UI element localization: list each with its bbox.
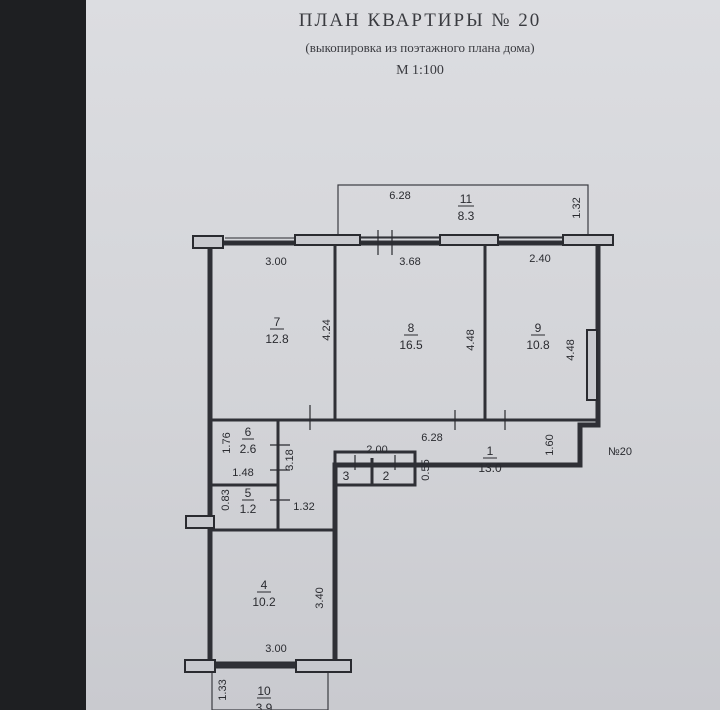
room-6-number: 6 — [245, 425, 252, 439]
dim-room5-height: 0.83 — [220, 489, 232, 510]
wall-block-top-left — [192, 235, 224, 249]
dim-balcony-bottom-depth: 1.33 — [217, 679, 229, 700]
dim-balcony-top-length: 6.28 — [389, 190, 410, 202]
plan-subtitle: (выкопировка из поэтажного плана дома) — [305, 40, 535, 55]
room-7-area: 12.8 — [265, 332, 289, 346]
room-6-area: 2.6 — [240, 442, 257, 456]
room-10-area: 3.9 — [256, 701, 273, 710]
room-3-number: 3 — [343, 469, 350, 483]
dim-room8-depth: 4.48 — [465, 329, 477, 350]
room-7-number: 7 — [274, 315, 281, 329]
closet-outline — [333, 450, 417, 487]
dim-room4-depth: 3.40 — [314, 587, 326, 608]
plan-title: ПЛАН КВАРТИРЫ № 20 — [298, 10, 542, 31]
room-10-number: 10 — [257, 684, 271, 698]
window-frame-side — [586, 329, 598, 401]
document-sheet — [86, 0, 720, 710]
dim-room4-width: 3.00 — [265, 643, 286, 655]
room-4-number: 4 — [261, 578, 268, 592]
wall-block-mid-left — [185, 515, 215, 529]
dim-balcony-top-depth: 1.32 — [571, 197, 583, 218]
dim-room6-width: 1.48 — [232, 467, 253, 479]
room-2-number: 2 — [383, 469, 390, 483]
apartment-label: №20 — [608, 446, 632, 458]
dim-room7-depth: 4.24 — [321, 319, 333, 340]
room-1-area: 13.0 — [478, 461, 502, 475]
dim-closet-depth: 0.55 — [420, 459, 432, 480]
window-frame-bottom-right — [295, 659, 352, 673]
window-frame-1 — [294, 234, 361, 246]
room-1-number: 1 — [487, 444, 494, 458]
room-9-number: 9 — [535, 321, 542, 335]
room-11-number: 11 — [460, 192, 473, 206]
room-5-number: 5 — [245, 486, 252, 500]
dim-room6-height: 1.76 — [221, 432, 233, 453]
outer-wall — [207, 240, 601, 668]
dim-closet-width: 2.00 — [366, 444, 387, 456]
room-8-area: 16.5 — [399, 338, 423, 352]
room-9-area: 10.8 — [526, 338, 550, 352]
plan-scale: М 1:100 — [396, 63, 444, 78]
dim-room9-width: 2.40 — [529, 253, 550, 265]
dim-corridor-small: 3.18 — [284, 449, 296, 470]
dim-room9-depth: 4.48 — [565, 339, 577, 360]
room-4-area: 10.2 — [252, 595, 276, 609]
room-8-number: 8 — [408, 321, 415, 335]
room-5-area: 1.2 — [240, 502, 257, 516]
window-frame-bottom-left — [184, 659, 216, 673]
dim-room8-width: 3.68 — [399, 256, 420, 268]
room-11-area: 8.3 — [458, 209, 475, 223]
window-frame-2 — [439, 234, 499, 246]
window-frame-3 — [562, 234, 614, 246]
dim-room5-width: 1.32 — [293, 501, 314, 513]
dim-room7-width: 3.00 — [265, 256, 286, 268]
dim-room1-depth: 1.60 — [544, 434, 556, 455]
dim-corridor-length: 6.28 — [421, 432, 442, 444]
